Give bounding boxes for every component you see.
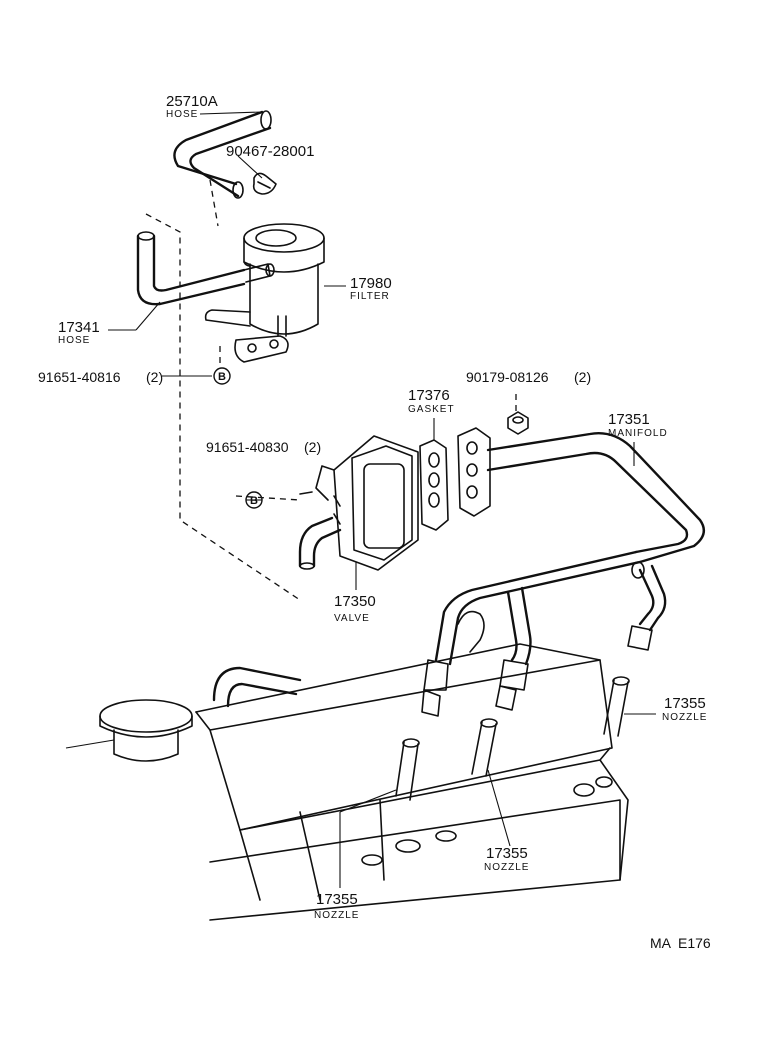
figure-code: MA E176 bbox=[650, 935, 711, 951]
valve-17350-drawing bbox=[298, 435, 419, 590]
engine-head-drawing bbox=[65, 643, 629, 921]
ref-circle-b-upper: B bbox=[213, 367, 231, 385]
label-90179-number: 90179-08126 bbox=[466, 369, 549, 385]
nozzles-drawing bbox=[339, 676, 656, 888]
clip-90467-drawing bbox=[237, 155, 277, 195]
svg-text:B: B bbox=[218, 371, 226, 383]
label-nozzle-right-number: 17355 bbox=[664, 695, 706, 712]
alignment-lines bbox=[145, 179, 517, 601]
label-nozzle-left-number: 17355 bbox=[316, 891, 358, 908]
label-17341-number: 17341 bbox=[58, 319, 100, 336]
label-90179-qty: (2) bbox=[574, 369, 591, 385]
label-17341-name: HOSE bbox=[58, 335, 90, 346]
label-91651-40830-qty: (2) bbox=[304, 439, 321, 455]
label-17350-name: VALVE bbox=[334, 613, 370, 624]
label-91651-40816-qty: (2) bbox=[146, 369, 163, 385]
gasket-17376-drawing bbox=[419, 418, 449, 531]
ref-circle-b-lower: B bbox=[245, 491, 263, 509]
manifold-17351-drawing bbox=[421, 427, 706, 717]
label-90467-number: 90467-28001 bbox=[226, 143, 314, 160]
filter-17980-drawing bbox=[204, 223, 346, 363]
label-17980-number: 17980 bbox=[350, 275, 392, 292]
label-91651-40830-number: 91651-40830 bbox=[206, 439, 289, 455]
nut-90179-drawing bbox=[507, 411, 529, 435]
hose-25710a-drawing bbox=[173, 110, 272, 199]
label-nozzle-left-name: NOZZLE bbox=[314, 910, 359, 921]
label-17351-name: MANIFOLD bbox=[608, 428, 668, 439]
label-91651-40816-number: 91651-40816 bbox=[38, 369, 121, 385]
label-nozzle-right-name: NOZZLE bbox=[662, 712, 707, 723]
label-17376-name: GASKET bbox=[408, 404, 455, 415]
label-25710a-number: 25710A bbox=[166, 93, 218, 110]
label-17351-number: 17351 bbox=[608, 411, 650, 428]
label-17376-number: 17376 bbox=[408, 387, 450, 404]
label-nozzle-middle-name: NOZZLE bbox=[484, 862, 529, 873]
hose-17341-drawing bbox=[108, 231, 246, 331]
label-17980-name: FILTER bbox=[350, 291, 390, 302]
label-25710a-name: HOSE bbox=[166, 109, 198, 120]
label-17350-number: 17350 bbox=[334, 593, 376, 610]
label-nozzle-middle-number: 17355 bbox=[486, 845, 528, 862]
svg-text:B: B bbox=[250, 495, 258, 507]
